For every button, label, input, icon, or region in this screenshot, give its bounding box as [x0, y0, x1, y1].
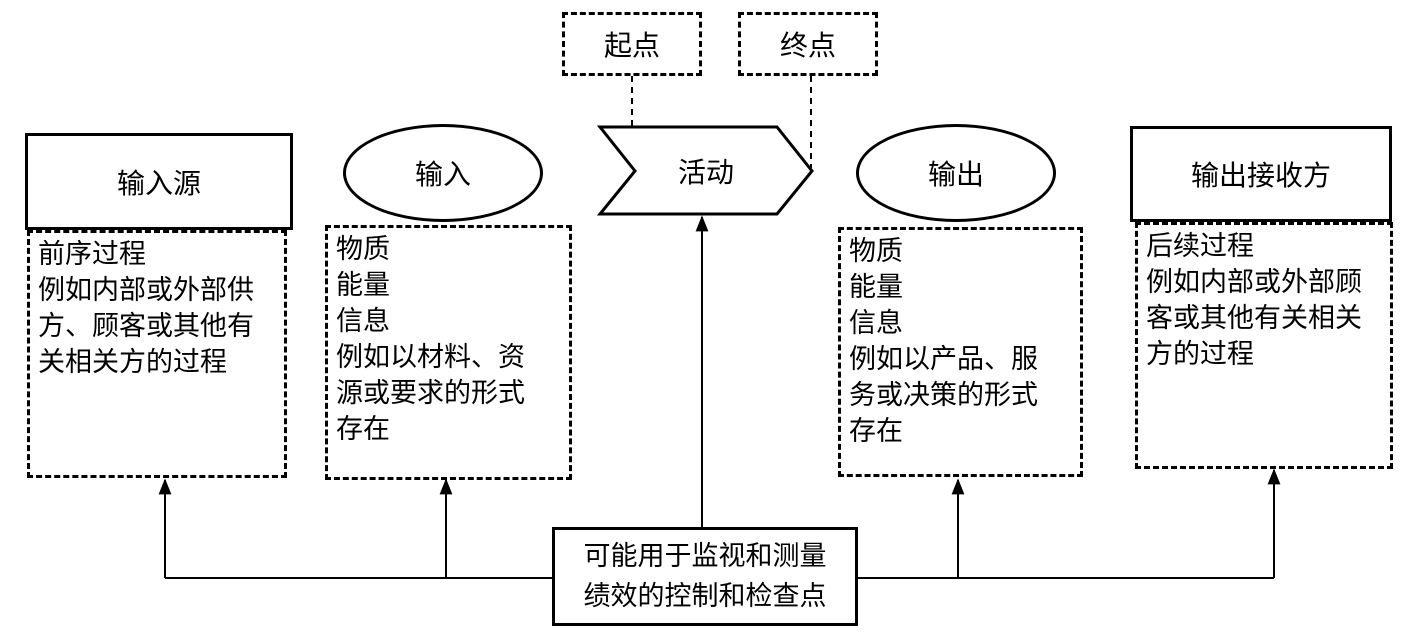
description-line: 信息: [849, 308, 903, 339]
description-line: 源或要求的形式: [336, 378, 525, 409]
description-line: 客或其他有关相关: [1146, 303, 1362, 334]
description-line: 方、顾客或其他有: [38, 311, 254, 342]
output-receiver-box: 输出接收方: [1130, 126, 1392, 222]
activity-label-wrap: 活动: [635, 127, 777, 214]
description-line: 信息: [336, 306, 390, 337]
description-line: 能量: [336, 270, 390, 301]
end-label: 终点: [779, 29, 836, 62]
start-box: 起点: [562, 12, 702, 76]
input-source-description: 前序过程 例如内部或外部供 方、顾客或其他有 关相关方的过程: [27, 230, 287, 478]
output-receiver-description: 后续过程 例如内部或外部顾 客或其他有关相关 方的过程: [1135, 222, 1393, 469]
description-line: 物质: [849, 236, 903, 267]
control-points-line: 可能用于监视和测量: [583, 540, 827, 572]
description-line: 例如以产品、服: [849, 344, 1038, 375]
output-label: 输出: [927, 158, 984, 191]
control-points-box: 可能用于监视和测量 绩效的控制和检查点: [552, 527, 858, 626]
description-line: 后续过程: [1146, 231, 1254, 262]
start-label: 起点: [603, 29, 660, 62]
description-line: 能量: [849, 272, 903, 303]
output-receiver-label: 输出接收方: [1190, 159, 1331, 192]
activity-shape: [596, 125, 814, 216]
description-line: 例如内部或外部供: [38, 275, 254, 306]
description-line: 存在: [849, 416, 903, 447]
description-line: 务或决策的形式: [849, 380, 1038, 411]
description-line: 方的过程: [1146, 339, 1254, 370]
input-source-label: 输入源: [116, 166, 201, 200]
output-description: 物质 能量 信息 例如以产品、服 务或决策的形式 存在: [838, 227, 1083, 477]
description-line: 例如以材料、资: [336, 342, 525, 373]
activity-label: 活动: [677, 155, 734, 189]
input-description: 物质 能量 信息 例如以材料、资 源或要求的形式 存在: [325, 225, 572, 480]
description-line: 例如内部或外部顾: [1146, 267, 1362, 298]
end-box: 终点: [738, 12, 878, 76]
description-line: 关相关方的过程: [38, 347, 227, 378]
input-label: 输入: [414, 158, 471, 191]
description-line: 存在: [336, 414, 390, 445]
input-ellipse: 输入: [343, 124, 543, 222]
description-line: 物质: [336, 234, 390, 265]
description-line: 前序过程: [38, 239, 146, 270]
input-source-box: 输入源: [25, 133, 293, 230]
control-points-line: 绩效的控制和检查点: [583, 580, 827, 612]
output-ellipse: 输出: [856, 124, 1056, 222]
